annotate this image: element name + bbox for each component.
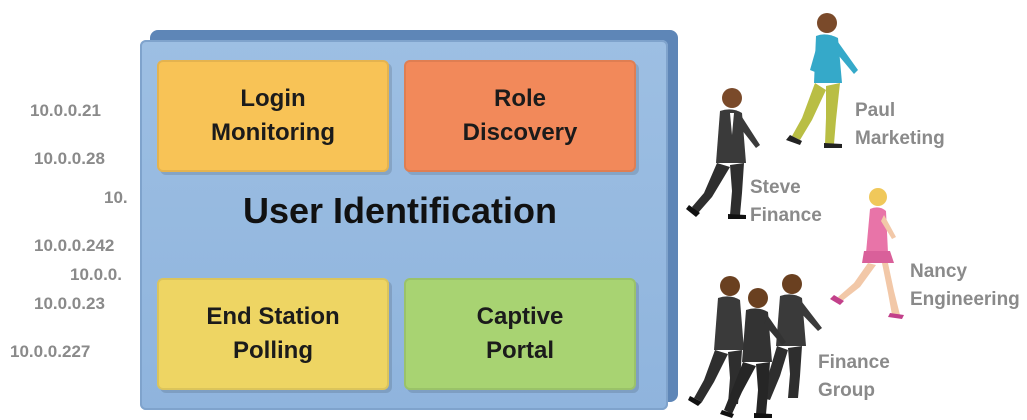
tile-label-line2: Polling (233, 337, 313, 364)
role-discovery-tile: Role Discovery (404, 60, 636, 172)
person-group: Engineering (910, 289, 1020, 310)
paul-label: Paul Marketing (855, 97, 945, 153)
person-group: Finance (750, 205, 822, 226)
tile-label-line1: End Station (206, 303, 340, 330)
paul-walking-figure (786, 13, 858, 148)
tile-label-line1: Login (240, 85, 306, 112)
ip-address-7: 10.0.0.227 (10, 342, 91, 361)
ip-address-6: 10.0.0.23 (34, 294, 105, 313)
end-station-polling-tile: End Station Polling (157, 278, 389, 390)
ip-address-1: 10.0.0.21 (30, 101, 101, 120)
login-monitoring-tile: Login Monitoring (157, 60, 389, 172)
finance-group-label: Finance Group (818, 349, 890, 405)
person-group: Group (818, 380, 875, 401)
tile-label-line2: Discovery (462, 119, 578, 146)
ip-address-3: 10. (104, 188, 128, 207)
tile-label-line2: Monitoring (211, 119, 335, 146)
finance-person-2 (688, 276, 744, 406)
user-identification-title: User Identification (242, 190, 558, 231)
ip-address-5: 10.0.0. (70, 265, 122, 284)
ip-address-2: 10.0.0.28 (34, 149, 105, 168)
person-group: Marketing (855, 128, 945, 149)
person-name: Nancy (910, 261, 968, 282)
person-name: Steve (750, 177, 801, 198)
nancy-label: Nancy Engineering (910, 258, 1020, 314)
tile-label-line1: Captive (476, 303, 564, 330)
nancy-walking-figure (830, 188, 904, 319)
tile-label-line1: Role (493, 85, 546, 112)
steve-label: Steve Finance (750, 174, 822, 230)
finance-person-1 (762, 274, 822, 400)
ip-address-4: 10.0.0.242 (34, 236, 115, 255)
finance-group-figures (688, 274, 822, 418)
tile-label-line2: Portal (485, 337, 554, 364)
person-name: Paul (855, 100, 896, 121)
finance-person-3 (720, 288, 786, 418)
person-name: Finance (818, 352, 890, 373)
captive-portal-tile: Captive Portal (404, 278, 636, 390)
steve-walking-figure (686, 88, 760, 219)
